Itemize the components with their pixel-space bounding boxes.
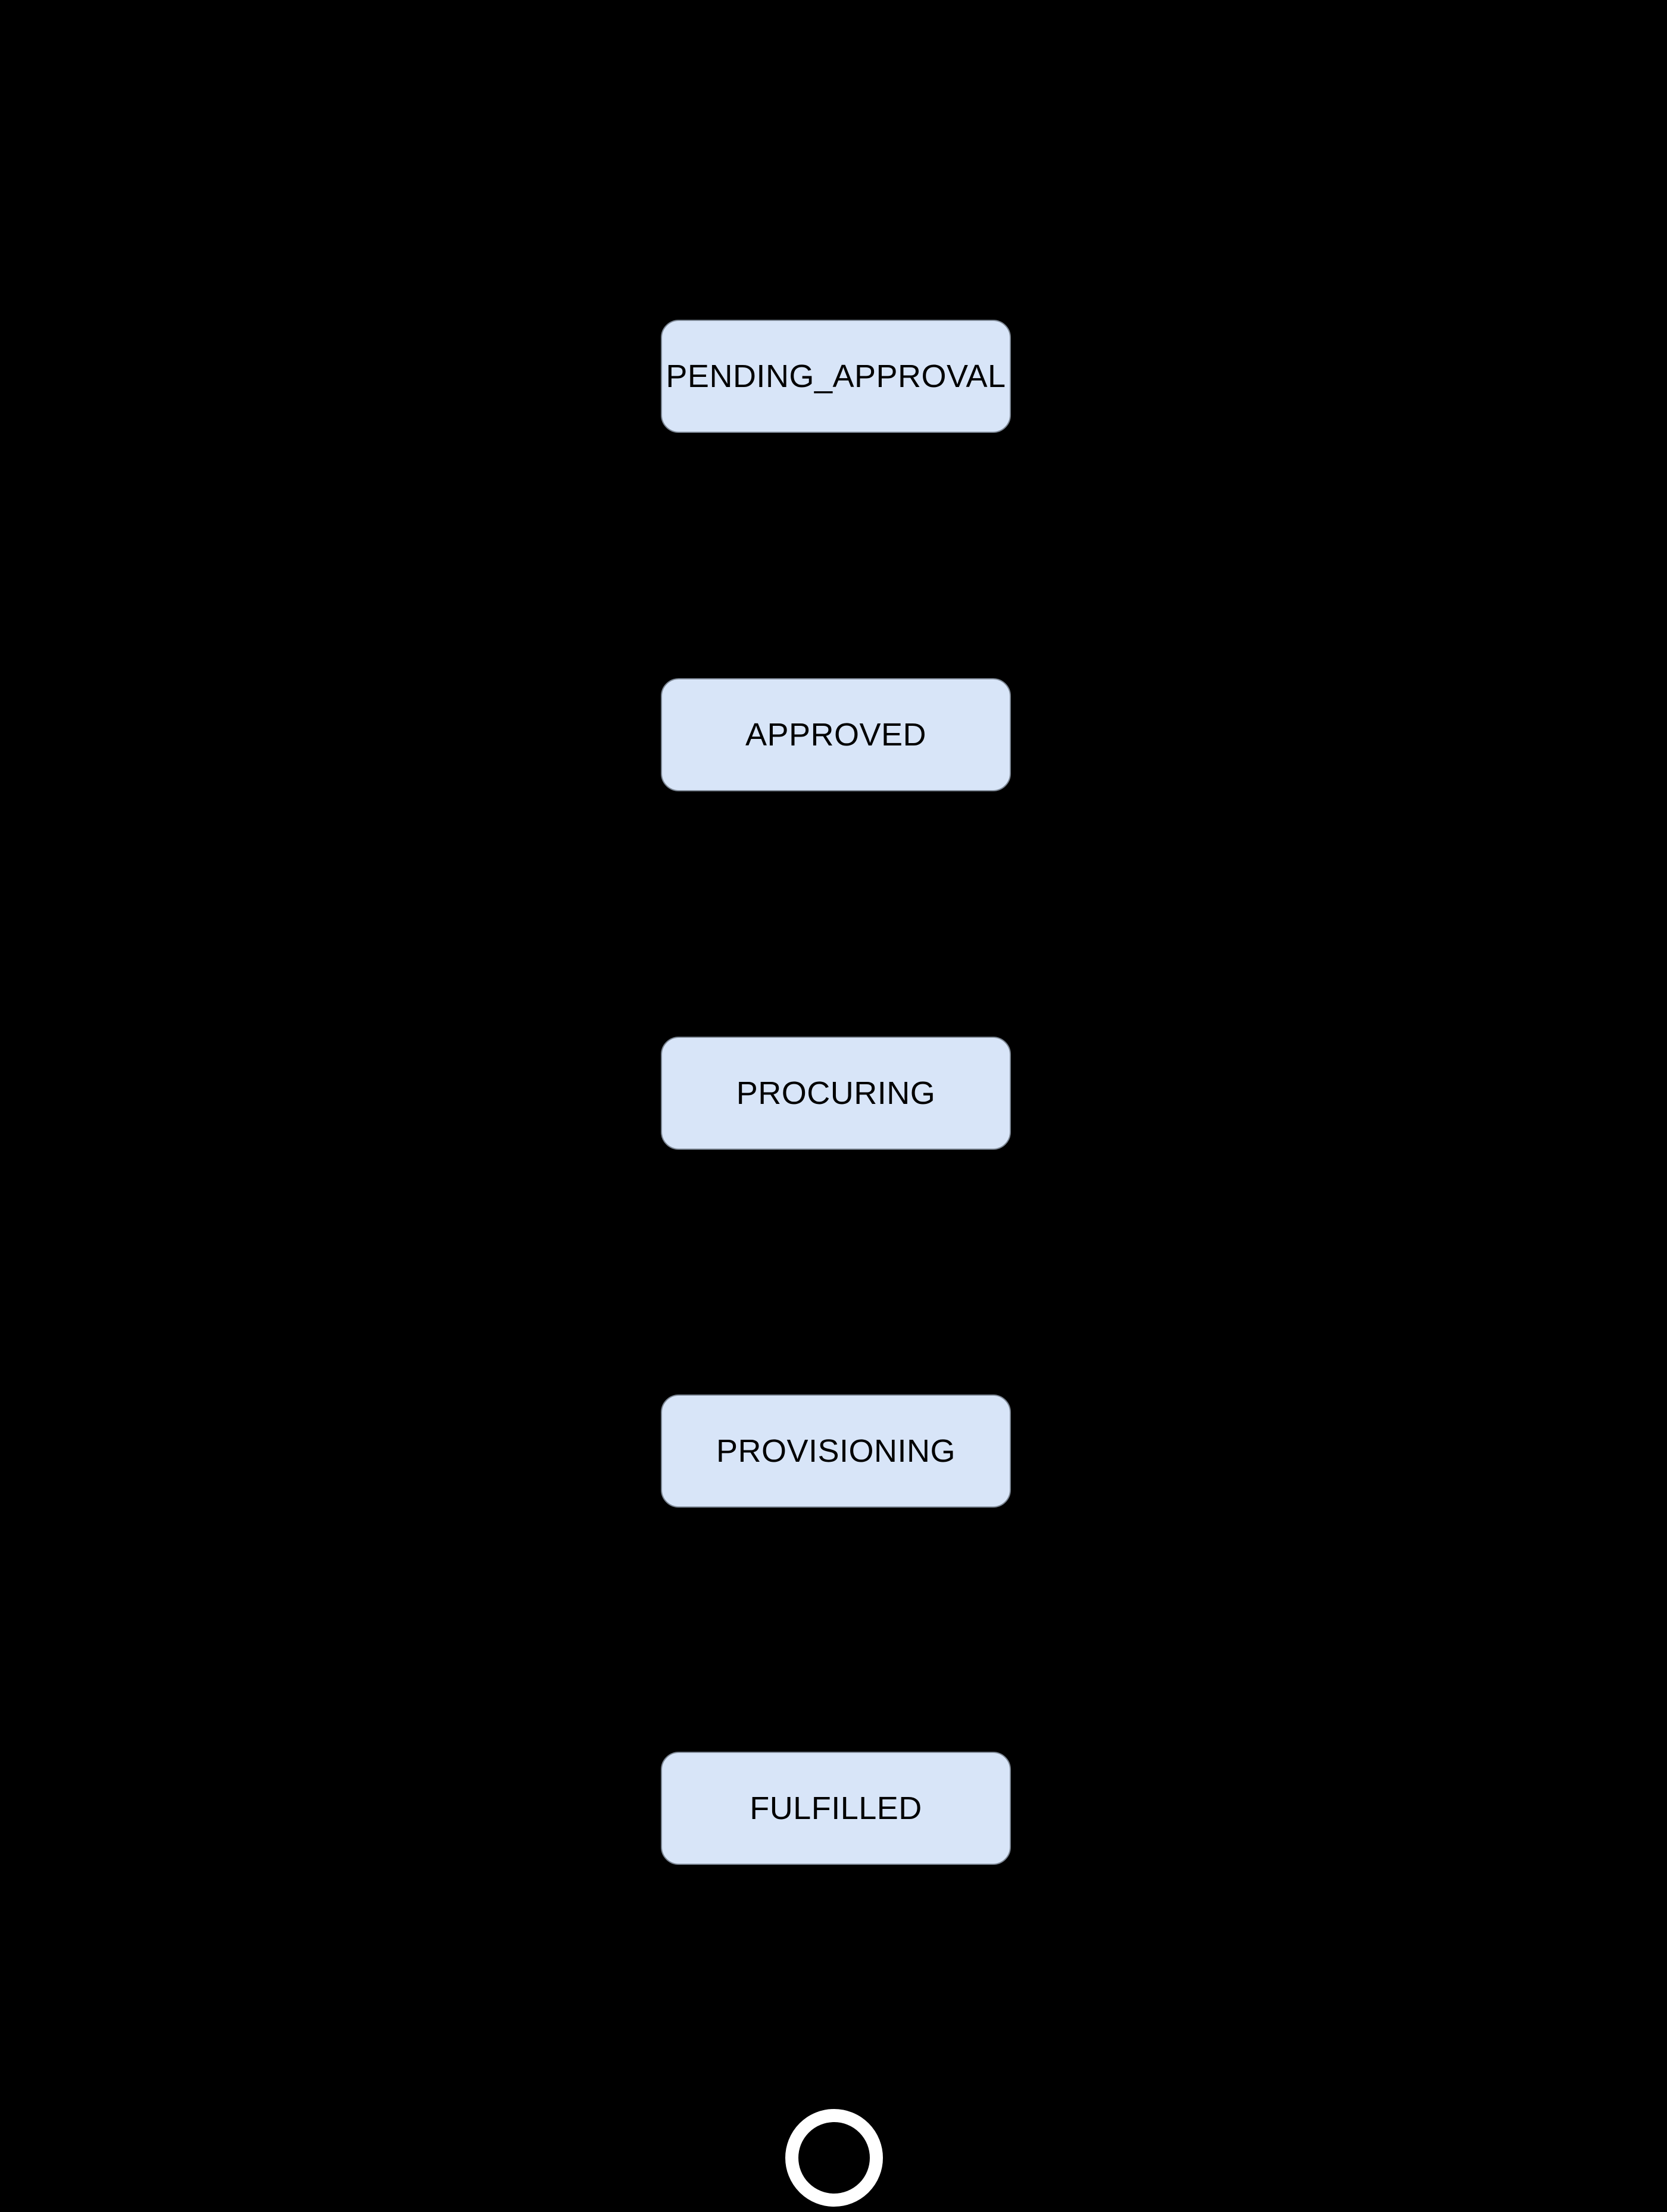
state-node-fulfilled: FULFILLED xyxy=(661,1752,1011,1865)
state-node-procuring: PROCURING xyxy=(661,1037,1011,1150)
state-label: FULFILLED xyxy=(750,1790,922,1826)
state-node-pending-approval: PENDING_APPROVAL xyxy=(661,320,1011,433)
end-state-circle-icon xyxy=(785,2109,883,2207)
state-label: PROCURING xyxy=(736,1075,936,1111)
state-node-approved: APPROVED xyxy=(661,678,1011,791)
state-label: PROVISIONING xyxy=(716,1433,956,1469)
state-node-provisioning: PROVISIONING xyxy=(661,1394,1011,1508)
state-label: APPROVED xyxy=(745,717,927,753)
state-label: PENDING_APPROVAL xyxy=(666,358,1006,394)
